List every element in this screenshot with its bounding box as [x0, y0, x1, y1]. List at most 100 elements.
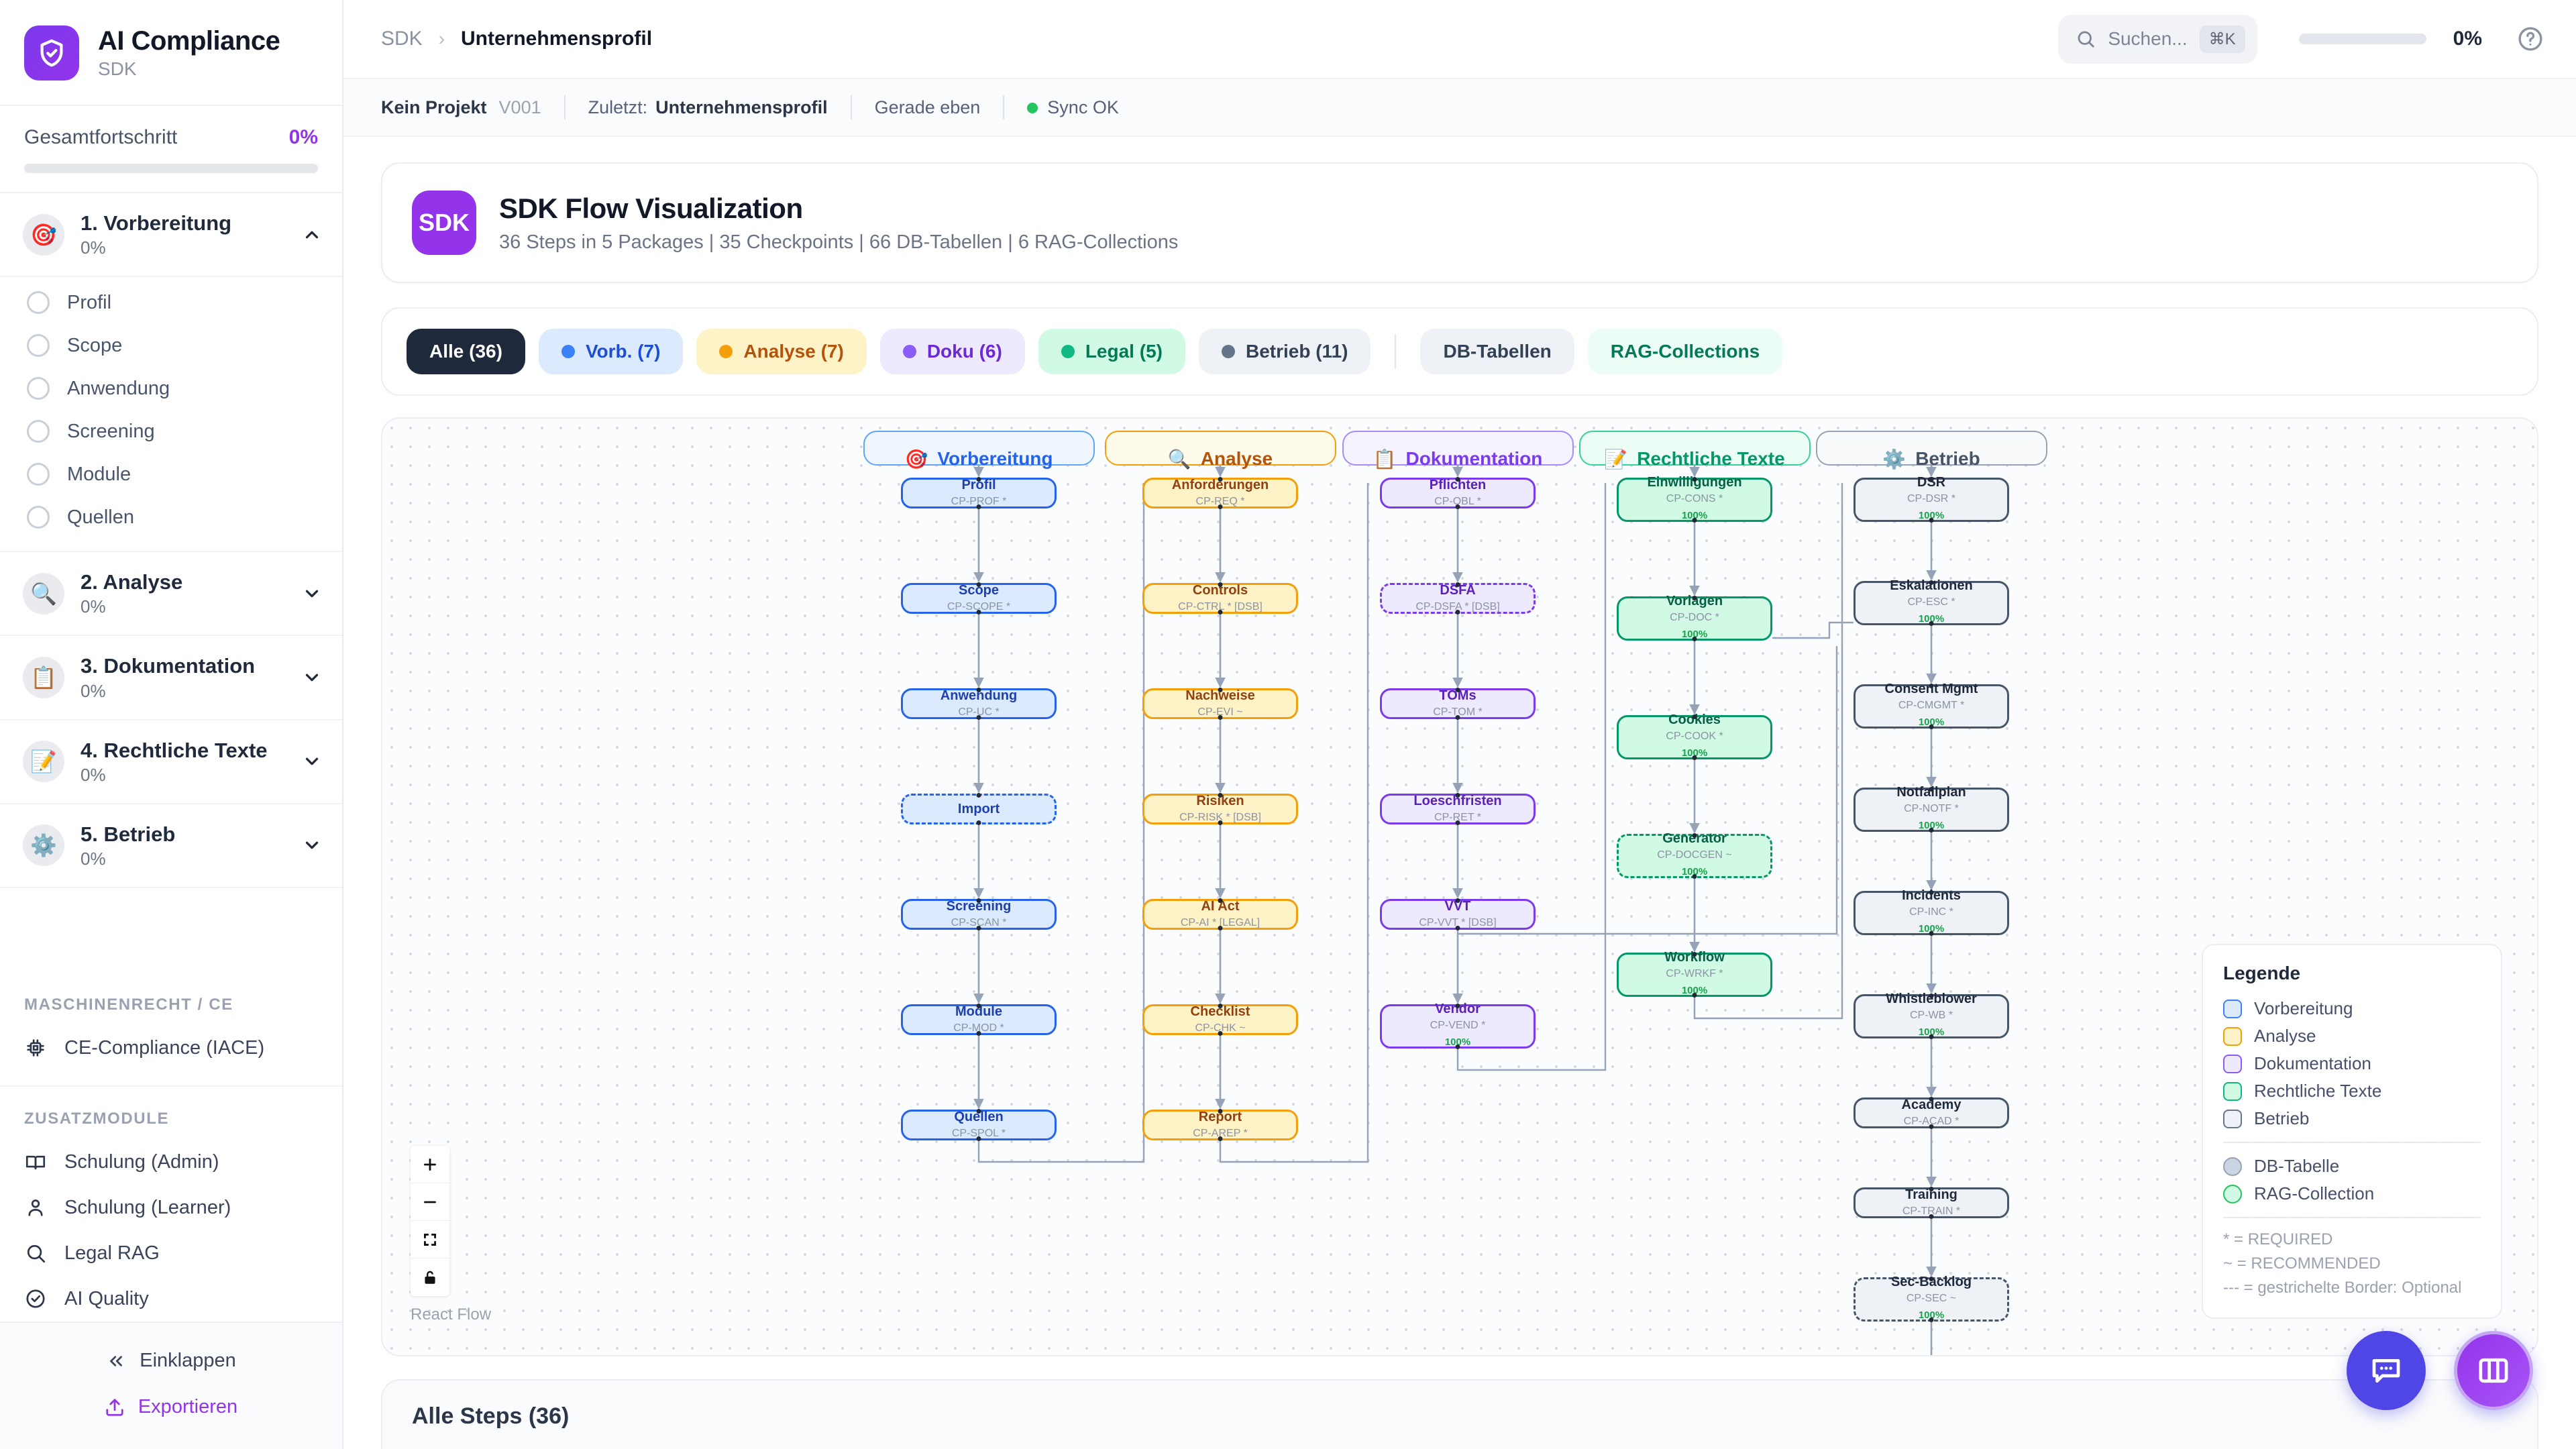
node-handle-bottom	[1455, 1044, 1460, 1049]
sidebar-link-ai-quality[interactable]: AI Quality	[0, 1276, 342, 1322]
legend-item-analyse: Analyse	[2223, 1022, 2481, 1050]
lock-icon[interactable]	[411, 1258, 449, 1296]
step-status-radio[interactable]	[27, 334, 50, 358]
breadcrumb-root[interactable]: SDK	[381, 28, 423, 50]
sidebar-item-scope[interactable]: Scope	[0, 324, 342, 367]
node-code: CP-INC *	[1909, 906, 1953, 918]
node-code: CP-WB *	[1910, 1010, 1953, 1022]
collapse-sidebar-button[interactable]: Einklappen	[0, 1338, 342, 1384]
panels-fab-button[interactable]	[2454, 1331, 2533, 1410]
node-handle-bottom	[1929, 1214, 1934, 1219]
flow-canvas-container[interactable]: 🎯Vorbereitung🔍Analyse📋Dokumentation📝Rech…	[381, 417, 2538, 1356]
export-button[interactable]: Exportieren	[0, 1384, 342, 1430]
node-handle-bottom	[1218, 926, 1223, 930]
sidebar-item-module[interactable]: Module	[0, 453, 342, 496]
filter-pill-2[interactable]: Analyse (7)	[696, 329, 867, 374]
sidebar-link-ce-compliance-iace[interactable]: CE-Compliance (IACE)	[0, 1025, 342, 1071]
node-handle-top	[976, 582, 981, 587]
filter-pill-0[interactable]: Alle (36)	[407, 329, 525, 374]
sidebar-item-screening[interactable]: Screening	[0, 410, 342, 453]
filter-pill-1[interactable]: Vorb. (7)	[538, 329, 684, 374]
sidebar-item-quellen[interactable]: Quellen	[0, 496, 342, 539]
node-code: CP-EVI ~	[1197, 706, 1243, 718]
step-status-radio[interactable]	[27, 463, 50, 486]
chat-fab-button[interactable]	[2347, 1331, 2426, 1410]
search-input[interactable]: Suchen... ⌘K	[2058, 14, 2257, 64]
step-status-radio[interactable]	[27, 377, 50, 400]
group-label: Betrieb	[1915, 448, 1980, 469]
filter-pill-5[interactable]: Betrieb (11)	[1198, 329, 1371, 374]
question-circle-icon[interactable]	[2517, 25, 2544, 52]
legend-label: Analyse	[2254, 1026, 2316, 1046]
sidebar-link-schulung-admin[interactable]: Schulung (Admin)	[0, 1139, 342, 1185]
sidebar-link-schulung-learner[interactable]: Schulung (Learner)	[0, 1185, 342, 1230]
node-progress-value: 100%	[1444, 1036, 1471, 1048]
filter-extra-pill-0[interactable]: DB-Tabellen	[1420, 329, 1574, 374]
filter-pill-3[interactable]: Doku (6)	[879, 329, 1025, 374]
sidebar-item-profil[interactable]: Profil	[0, 281, 342, 324]
zoom-out-icon[interactable]	[411, 1183, 449, 1221]
sidebar-item-anwendung[interactable]: Anwendung	[0, 367, 342, 410]
step-status-radio[interactable]	[27, 420, 50, 443]
step-status-radio[interactable]	[27, 506, 50, 529]
node-title: Pflichten	[1429, 478, 1487, 493]
flow-canvas[interactable]: 🎯Vorbereitung🔍Analyse📋Dokumentation📝Rech…	[382, 419, 2537, 1355]
node-handle-bottom	[1218, 610, 1223, 614]
filter-pill-4[interactable]: Legal (5)	[1038, 329, 1185, 374]
node-handle-top	[976, 793, 981, 798]
flow-node-import[interactable]: Import	[901, 793, 1057, 825]
node-code: CP-CHK ~	[1195, 1022, 1246, 1034]
legend-note-line: * = REQUIRED	[2223, 1230, 2333, 1248]
filter-extra-pill-1[interactable]: RAG-Collections	[1587, 329, 1783, 374]
node-progress-value: 100%	[1681, 865, 1708, 877]
zoom-in-icon[interactable]	[411, 1146, 449, 1183]
step-status-radio[interactable]	[27, 291, 50, 315]
node-handle-top	[1929, 580, 1934, 585]
fit-view-icon[interactable]	[411, 1221, 449, 1258]
node-code: CP-VVT * [DSB]	[1419, 917, 1497, 929]
sidebar-link-legal-rag[interactable]: Legal RAG	[0, 1230, 342, 1276]
brand-header[interactable]: AI Compliance SDK	[0, 0, 342, 106]
overall-progress: Gesamtfortschritt 0%	[0, 106, 342, 193]
